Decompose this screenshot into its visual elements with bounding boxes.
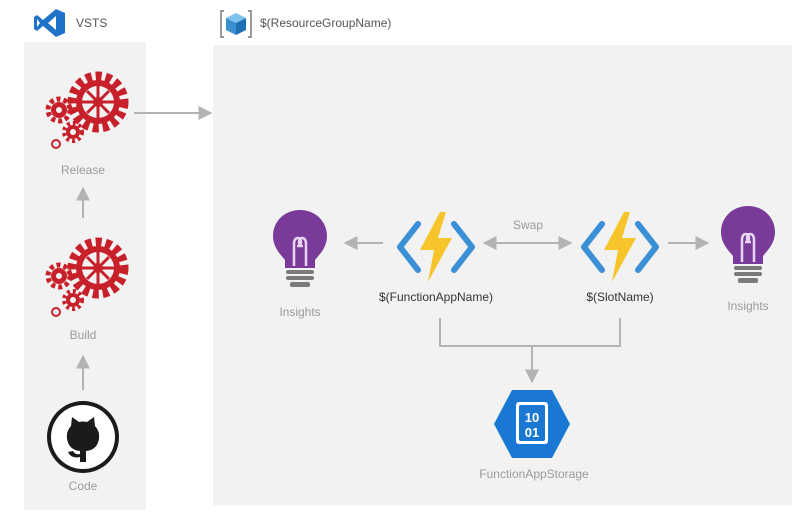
release-label: Release	[60, 163, 106, 177]
insights-bulb-icon	[273, 210, 327, 287]
insights-bulb-icon	[721, 206, 775, 283]
visual-studio-icon	[34, 9, 65, 37]
slot-label: $(SlotName)	[586, 290, 654, 304]
github-icon	[47, 401, 119, 473]
function-slot-icon	[581, 212, 659, 282]
function-app-label: $(FunctionAppName)	[378, 290, 494, 304]
insights-left-label: Insights	[279, 305, 321, 319]
svg-text:01: 01	[525, 425, 539, 440]
resource-group-label: $(ResourceGroupName)	[260, 16, 392, 30]
resource-group-icon	[220, 10, 252, 38]
vsts-label: VSTS	[76, 16, 108, 30]
build-gears-icon	[45, 237, 129, 317]
storage-label: FunctionAppStorage	[479, 467, 589, 481]
insights-right-label: Insights	[727, 299, 769, 313]
release-gears-icon	[45, 71, 129, 149]
function-app-icon	[397, 212, 475, 282]
code-label: Code	[68, 479, 98, 493]
svg-text:10: 10	[525, 410, 539, 425]
storage-account-icon: 10 01	[494, 390, 570, 458]
build-label: Build	[69, 328, 97, 342]
storage-connector	[439, 318, 621, 347]
swap-label: Swap	[512, 218, 544, 232]
